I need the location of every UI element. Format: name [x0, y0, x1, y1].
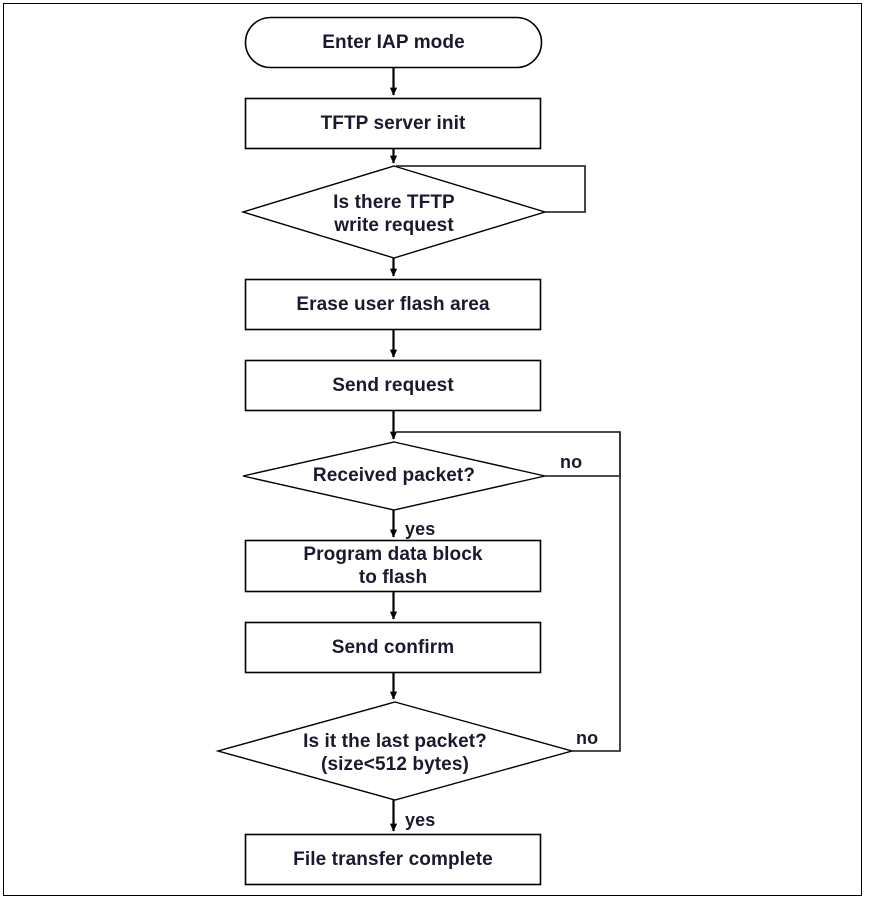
- edge-label-no-received-packet: no: [560, 452, 583, 472]
- edge-label-yes-received-packet: yes: [405, 519, 436, 539]
- shape-received-packet: [242, 441, 546, 511]
- shape-is-it-the-last-packet: [215, 701, 575, 801]
- shape-program-data-block-to-flash: [244, 539, 542, 593]
- edge-label-yes-last-packet: yes: [405, 810, 436, 830]
- shape-erase-user-flash-area: [244, 278, 542, 331]
- edge-write-request-loop-back: [396, 165, 586, 213]
- image-frame-border: [3, 3, 862, 896]
- shape-file-transfer-complete: [244, 833, 542, 886]
- shape-is-there-tftp-write-request: [240, 165, 548, 259]
- edge-last-packet-no-loop: [572, 432, 621, 752]
- shape-send-confirm: [244, 621, 542, 674]
- edge-label-no-last-packet: no: [576, 728, 599, 748]
- shape-send-request: [244, 359, 542, 412]
- shape-tftp-server-init: [244, 97, 542, 150]
- shape-enter-iap-mode: [244, 16, 543, 69]
